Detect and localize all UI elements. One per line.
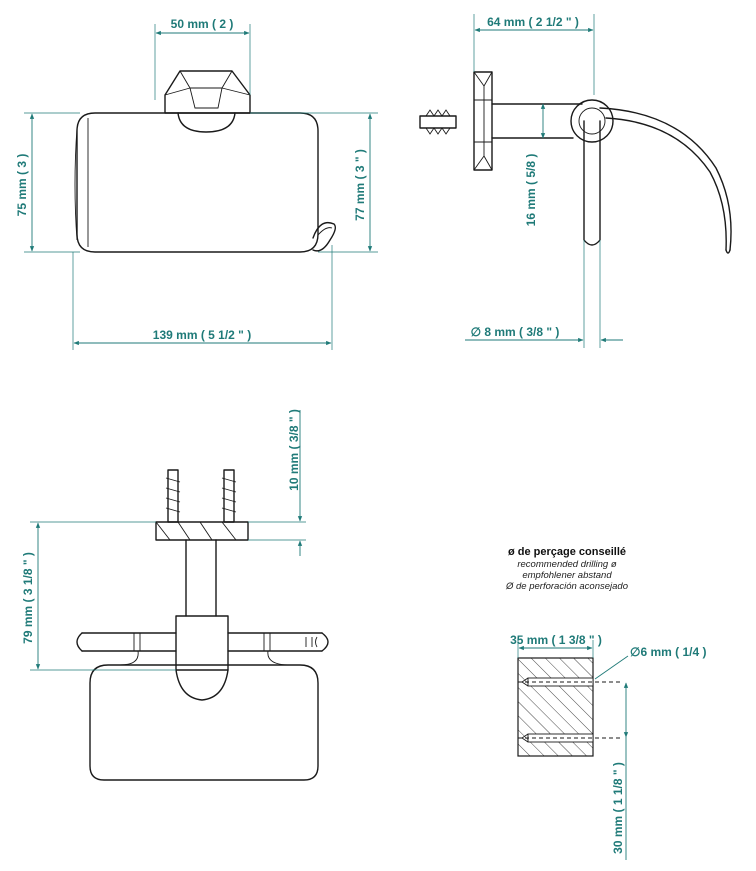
dim-total-width: 139 mm ( 5 1/2 " ) (153, 328, 251, 342)
dim-bar-diameter: ∅ 8 mm ( 3/8 " ) (471, 325, 560, 339)
dim-drill-depth: 35 mm ( 1 3/8 " ) (510, 633, 602, 647)
dim-height-left: 75 mm ( 3 ) (15, 154, 29, 217)
drilling-note-de: empfohlener abstand (522, 570, 612, 581)
front-view: 50 mm ( 2 ) 75 mm ( 3 ) 77 mm ( 3 " ) 13… (15, 17, 378, 350)
top-view: 10 mm ( 3/8 " ) 79 mm ( 3 1/8 " ) (21, 409, 329, 781)
drilling-detail: ø de perçage conseillé recommended drill… (505, 546, 706, 860)
side-view: 64 mm ( 2 1/2 " ) 16 mm ( 5/8 ) ∅ 8 mm (… (419, 14, 732, 348)
dim-height-right: 77 mm ( 3 " ) (353, 149, 367, 221)
drilling-note-es: Ø de perforación aconsejado (505, 581, 628, 592)
drilling-note-en: recommended drilling ø (517, 559, 616, 570)
drilling-title: ø de perçage conseillé (508, 546, 626, 558)
dim-depth: 64 mm ( 2 1/2 " ) (487, 15, 579, 29)
dim-plate-thickness: 10 mm ( 3/8 " ) (287, 409, 301, 491)
dim-top-width: 50 mm ( 2 ) (171, 17, 234, 31)
dim-hole-spacing: 30 mm ( 1 1/8 " ) (611, 762, 625, 854)
dim-arm-diameter: 16 mm ( 5/8 ) (524, 154, 538, 227)
dim-drill-diameter: ∅6 mm ( 1/4 ) (630, 645, 706, 659)
dim-total-depth: 79 mm ( 3 1/8 " ) (21, 552, 35, 644)
